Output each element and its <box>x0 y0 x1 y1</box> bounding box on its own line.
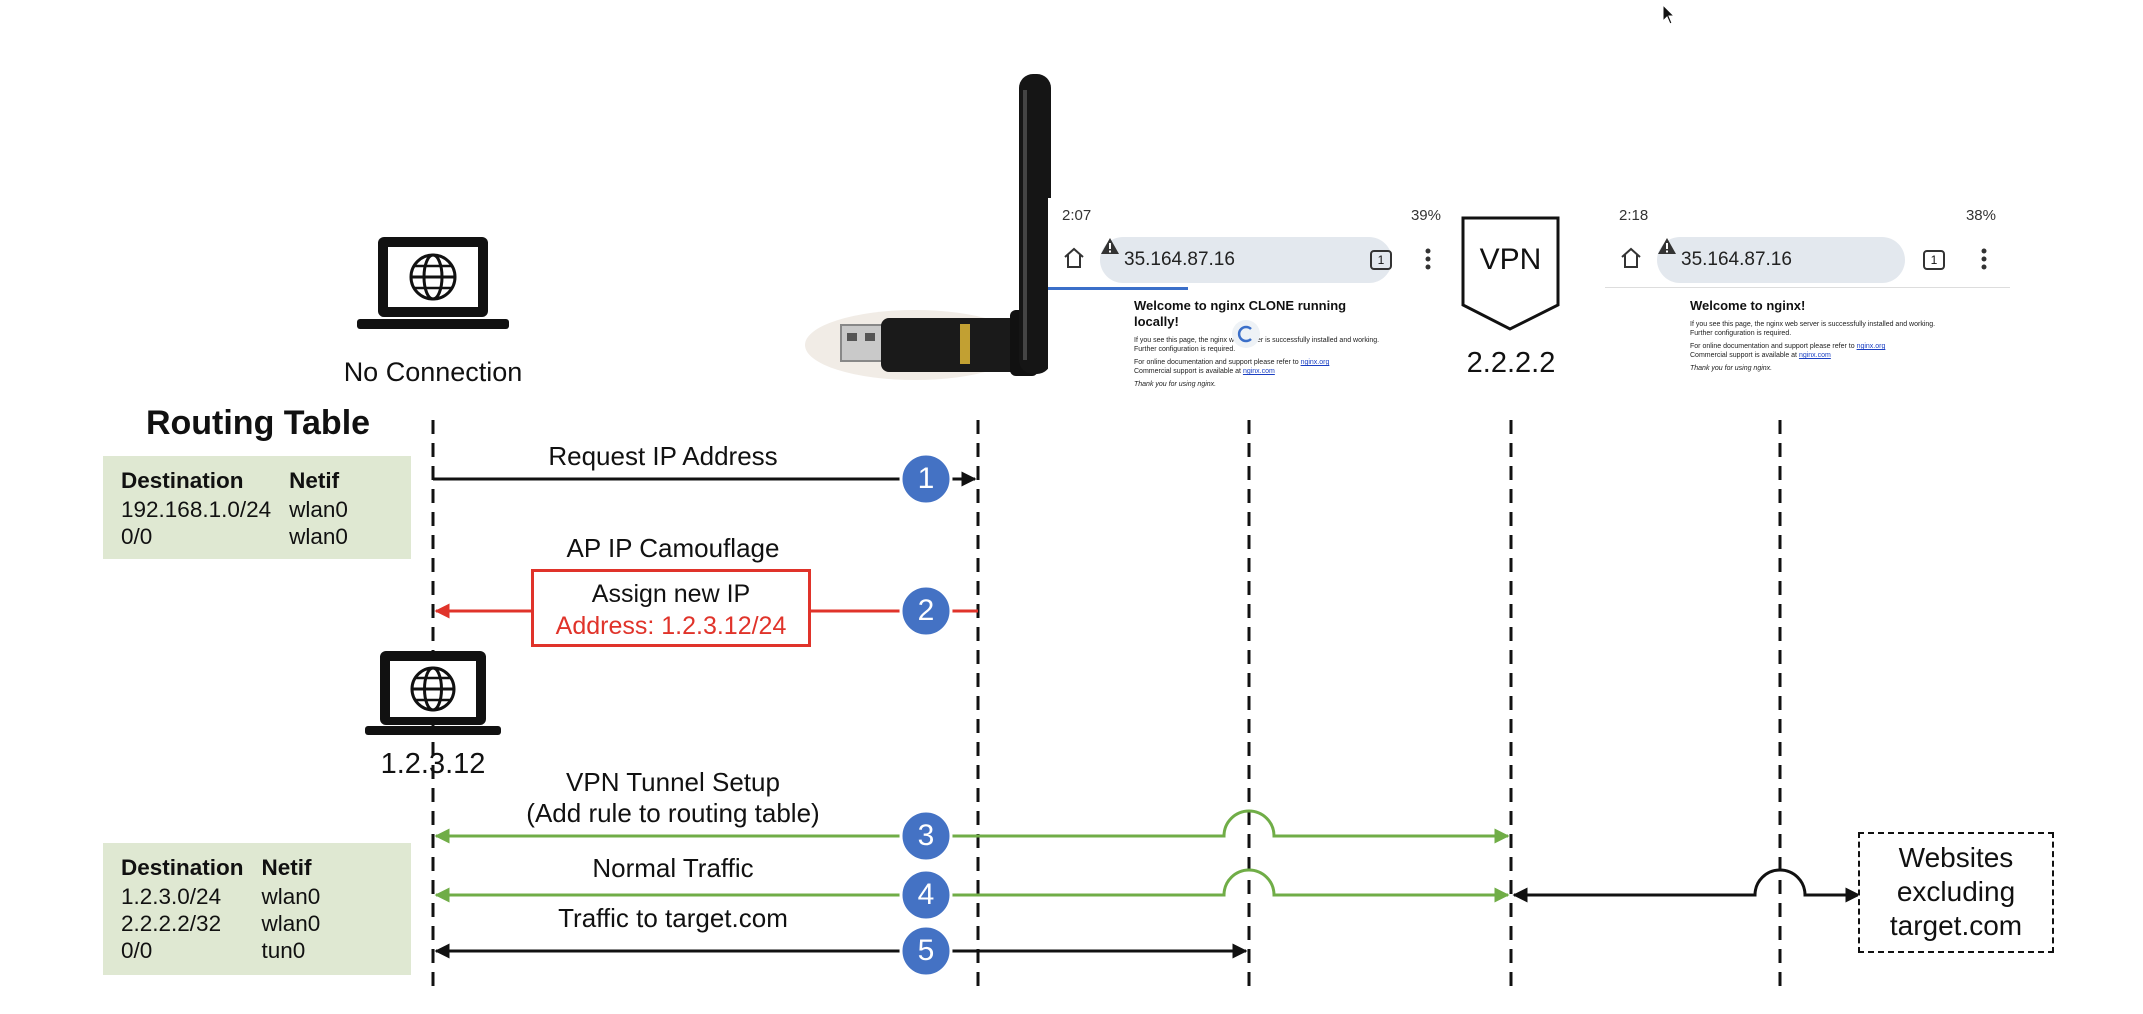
home-icon[interactable] <box>1062 246 1086 270</box>
table-cell: 1.2.3.0/24 <box>121 884 222 909</box>
page-paragraph-1: If you see this page, the nginx web serv… <box>1690 321 1936 337</box>
column-header-destination: Destination <box>121 855 244 880</box>
routing-table-after-grid: Destination Netif 1.2.3.0/24 wlan0 2.2.2… <box>121 855 338 965</box>
table-cell: 0/0 <box>121 938 153 963</box>
nginx-org-link[interactable]: nginx.org <box>1856 343 1886 350</box>
arrow-vpn-tunnel <box>434 809 1510 844</box>
table-row: 192.168.1.0/24 wlan0 <box>121 497 366 524</box>
laptop-globe-icon <box>357 237 509 329</box>
table-row: 1.2.3.0/24 wlan0 <box>121 884 338 911</box>
routing-table-before: Destination Netif 192.168.1.0/24 wlan0 0… <box>103 456 411 559</box>
table-cell: wlan0 <box>289 497 348 522</box>
vpn-shield-icon <box>1461 216 1560 331</box>
url-text: 35.164.87.16 <box>1124 249 1235 270</box>
vpn-address-label: 2.2.2.2 <box>1466 347 1556 379</box>
table-cell: 0/0 <box>121 524 153 549</box>
assign-ip-line1: Assign new IP <box>591 580 751 608</box>
column-header-destination: Destination <box>121 468 244 493</box>
step5-label: Traffic to target.com <box>558 903 788 933</box>
step-number-2: 2 <box>917 594 935 627</box>
page-paragraph-2: For online documentation and support ple… <box>1134 358 1384 367</box>
page-content: Welcome to nginx! If you see this page, … <box>1690 298 1940 373</box>
assign-ip-box: Assign new IP Address: 1.2.3.12/24 <box>531 569 811 647</box>
step-number-3: 3 <box>917 819 935 852</box>
websites-line3: target.com <box>1889 910 2023 941</box>
vpn-label: VPN <box>1479 243 1542 276</box>
phone-screenshot-clone: 2:07 39% 35.164.87.16 1 Welcome to nginx… <box>1048 198 1455 394</box>
laptop-no-connection-label: No Connection <box>343 357 523 387</box>
table-cell: 192.168.1.0/24 <box>121 497 272 522</box>
mouse-cursor-icon <box>1662 4 1676 25</box>
tab-count-button[interactable]: 1 <box>1370 250 1392 270</box>
table-row: 2.2.2.2/32 wlan0 <box>121 911 338 938</box>
url-text: 35.164.87.16 <box>1681 249 1792 270</box>
nginx-org-link[interactable]: nginx.org <box>1300 359 1330 366</box>
table-cell: wlan0 <box>289 524 348 549</box>
step1-label: Request IP Address <box>548 441 778 471</box>
laptop-globe-icon <box>365 651 501 735</box>
table-cell: 2.2.2.2/32 <box>121 911 222 936</box>
page-text-span: For online documentation and support ple… <box>1690 343 1857 350</box>
laptop-ip-label: 1.2.3.12 <box>380 748 486 780</box>
websites-excluding-box: Websites excluding target.com <box>1858 832 2054 953</box>
page-paragraph-3: Commercial support is available at nginx… <box>1134 367 1384 376</box>
page-thanks: Thank you for using nginx. <box>1690 365 1773 372</box>
loading-spinner-icon <box>1232 320 1260 348</box>
step2-label: AP IP Camouflage <box>566 533 780 563</box>
page-thanks: Thank you for using nginx. <box>1134 381 1217 388</box>
page-load-progress <box>1048 287 1188 290</box>
table-row: 0/0 wlan0 <box>121 524 366 551</box>
address-bar[interactable]: 35.164.87.16 <box>1657 237 1905 283</box>
status-battery: 38% <box>1965 206 1996 224</box>
step-number-5: 5 <box>917 934 935 967</box>
status-time: 2:18 <box>1619 206 1649 224</box>
step3-label-line1: VPN Tunnel Setup <box>566 767 780 797</box>
toolbar-divider <box>1605 287 2010 288</box>
arrow-normal-traffic <box>434 868 1510 903</box>
phone-status-bar: 2:18 38% <box>1605 198 2010 232</box>
phone-screenshot-real: 2:18 38% 35.164.87.16 1 Welcome to nginx… <box>1605 198 2010 388</box>
page-heading: Welcome to nginx CLONE running locally! <box>1134 298 1347 329</box>
address-bar[interactable]: 35.164.87.16 <box>1100 237 1392 283</box>
tab-count-button[interactable]: 1 <box>1923 250 1945 270</box>
step-number-4: 4 <box>917 878 935 911</box>
table-cell: wlan0 <box>261 884 321 909</box>
status-battery: 39% <box>1410 206 1441 224</box>
home-icon[interactable] <box>1619 246 1643 270</box>
step3-label-line2: (Add rule to routing table) <box>526 798 820 828</box>
websites-line1: Websites <box>1898 842 2014 873</box>
page-paragraph-3: Commercial support is available at nginx… <box>1690 351 1940 360</box>
browser-toolbar: 35.164.87.16 1 <box>1048 232 1455 288</box>
page-paragraph-2: For online documentation and support ple… <box>1690 342 1940 351</box>
page-heading: Welcome to nginx! <box>1690 298 1806 313</box>
table-row: 0/0 tun0 <box>121 938 338 965</box>
phone-status-bar: 2:07 39% <box>1048 198 1455 232</box>
page-text-span: Commercial support is available at <box>1690 352 1799 359</box>
column-header-netif: Netif <box>261 855 312 880</box>
nginx-com-link[interactable]: nginx.com <box>1798 352 1831 359</box>
page-text-span: For online documentation and support ple… <box>1134 359 1301 366</box>
menu-dots-icon[interactable] <box>1423 246 1433 272</box>
menu-dots-icon[interactable] <box>1979 246 1989 272</box>
assign-ip-line2: Address: 1.2.3.12/24 <box>555 612 787 640</box>
routing-table-after: Destination Netif 1.2.3.0/24 wlan0 2.2.2… <box>103 843 411 975</box>
table-cell: wlan0 <box>261 911 321 936</box>
step-number-1: 1 <box>917 462 935 495</box>
nginx-com-link[interactable]: nginx.com <box>1242 368 1275 375</box>
routing-table-before-grid: Destination Netif 192.168.1.0/24 wlan0 0… <box>121 468 366 551</box>
step-circles <box>899 452 953 978</box>
websites-line2: excluding <box>1896 876 2016 907</box>
status-time: 2:07 <box>1062 206 1092 224</box>
column-header-netif: Netif <box>289 468 340 493</box>
page-text-span: Commercial support is available at <box>1134 368 1243 375</box>
step4-label: Normal Traffic <box>592 853 754 883</box>
routing-table-title: Routing Table <box>145 404 371 442</box>
wifi-usb-adapter-icon <box>805 74 1051 380</box>
browser-toolbar: 35.164.87.16 1 <box>1605 232 2010 288</box>
table-cell: tun0 <box>261 938 306 963</box>
arrow-vpn-to-websites <box>1512 868 1861 903</box>
